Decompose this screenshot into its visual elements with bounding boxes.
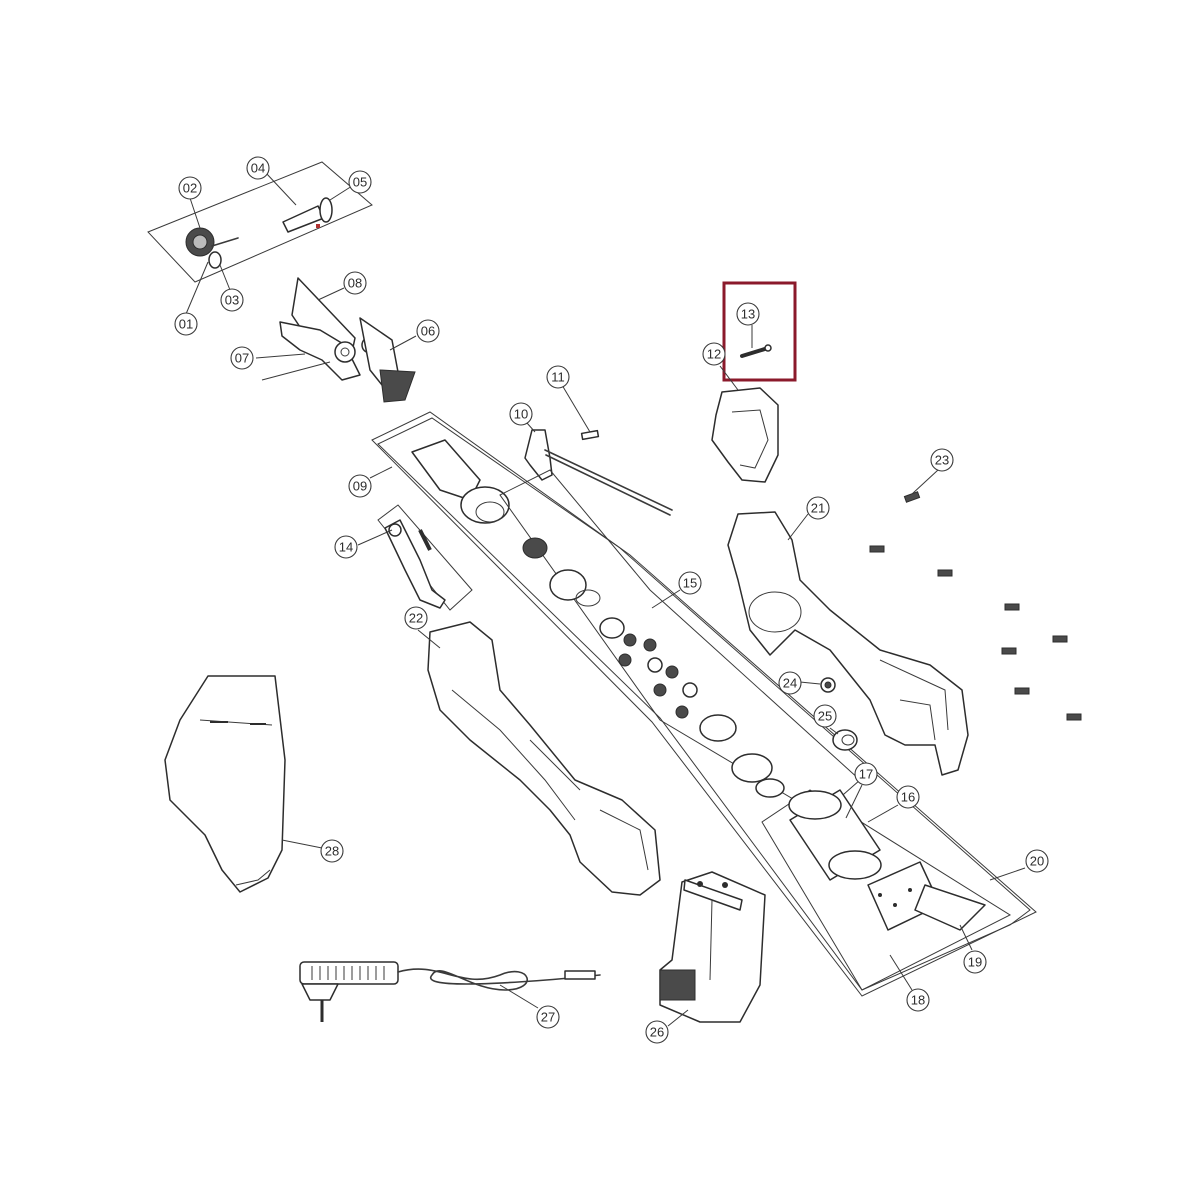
callout-25: 25 xyxy=(813,704,837,728)
guard-part xyxy=(711,387,779,483)
holster-icon xyxy=(164,675,286,893)
callout-23: 23 xyxy=(930,448,954,472)
callout-06: 06 xyxy=(416,319,440,343)
right-housing xyxy=(727,511,969,776)
svg-text:04: 04 xyxy=(251,161,265,176)
blade-group xyxy=(261,277,416,403)
callout-15: 15 xyxy=(678,571,702,595)
svg-text:18: 18 xyxy=(911,993,925,1008)
svg-text:10: 10 xyxy=(514,407,528,422)
callout-12: 12 xyxy=(702,342,726,366)
callout-24: 24 xyxy=(778,671,802,695)
callout-18: 18 xyxy=(906,988,930,1012)
svg-text:01: 01 xyxy=(179,317,193,332)
callout-27: 27 xyxy=(536,1005,560,1029)
callout-17: 17 xyxy=(854,762,878,786)
callout-26: 26 xyxy=(645,1020,669,1044)
callout-13: 13 xyxy=(736,302,760,326)
callout-21: 21 xyxy=(806,496,830,520)
charger-icon xyxy=(299,961,601,1022)
svg-text:02: 02 xyxy=(183,181,197,196)
callout-02: 02 xyxy=(178,176,202,200)
svg-text:22: 22 xyxy=(409,611,423,626)
svg-text:23: 23 xyxy=(935,453,949,468)
svg-text:06: 06 xyxy=(421,324,435,339)
leader-lines xyxy=(185,172,1026,1027)
callout-19: 19 xyxy=(963,950,987,974)
svg-text:08: 08 xyxy=(348,276,362,291)
svg-text:20: 20 xyxy=(1030,854,1044,869)
nut-24 xyxy=(820,677,836,693)
callout-09: 09 xyxy=(348,474,372,498)
motor-icon xyxy=(761,789,1012,991)
svg-text:07: 07 xyxy=(235,351,249,366)
callout-20: 20 xyxy=(1025,849,1049,873)
callout-01: 01 xyxy=(174,312,198,336)
pin-part-13 xyxy=(740,344,772,358)
gear-shaft-group xyxy=(147,161,373,283)
lever-cable xyxy=(524,429,673,516)
battery-icon xyxy=(659,871,766,1023)
callout-04: 04 xyxy=(246,156,270,180)
callout-07: 07 xyxy=(230,346,254,370)
svg-text:26: 26 xyxy=(650,1025,664,1040)
svg-text:14: 14 xyxy=(339,540,353,555)
svg-text:21: 21 xyxy=(811,501,825,516)
svg-text:05: 05 xyxy=(353,175,367,190)
screws-set xyxy=(869,491,1082,721)
highlight-box xyxy=(722,281,797,382)
svg-text:12: 12 xyxy=(707,347,721,362)
callout-16: 16 xyxy=(896,785,920,809)
svg-text:28: 28 xyxy=(325,844,339,859)
svg-text:11: 11 xyxy=(551,370,565,385)
bushing-25 xyxy=(832,729,858,751)
callout-28: 28 xyxy=(320,839,344,863)
svg-text:25: 25 xyxy=(818,709,832,724)
svg-text:17: 17 xyxy=(859,767,873,782)
callout-14: 14 xyxy=(334,535,358,559)
shaft-icon xyxy=(282,197,333,233)
callout-08: 08 xyxy=(343,271,367,295)
svg-text:16: 16 xyxy=(901,790,915,805)
callout-11: 11 xyxy=(546,365,570,389)
callout-03: 03 xyxy=(220,288,244,312)
callout-05: 05 xyxy=(348,170,372,194)
svg-text:27: 27 xyxy=(541,1010,555,1025)
trigger-part xyxy=(377,504,473,611)
callout-10: 10 xyxy=(509,402,533,426)
svg-text:19: 19 xyxy=(968,955,982,970)
handle-icon xyxy=(427,621,661,896)
svg-text:13: 13 xyxy=(741,307,755,322)
drive-assembly-outline xyxy=(371,411,1037,997)
gear-icon xyxy=(185,227,239,269)
svg-text:15: 15 xyxy=(683,576,697,591)
circuit-board-icon xyxy=(867,861,986,931)
svg-text:24: 24 xyxy=(783,676,797,691)
callout-22: 22 xyxy=(404,606,428,630)
svg-text:09: 09 xyxy=(353,479,367,494)
svg-text:03: 03 xyxy=(225,293,239,308)
